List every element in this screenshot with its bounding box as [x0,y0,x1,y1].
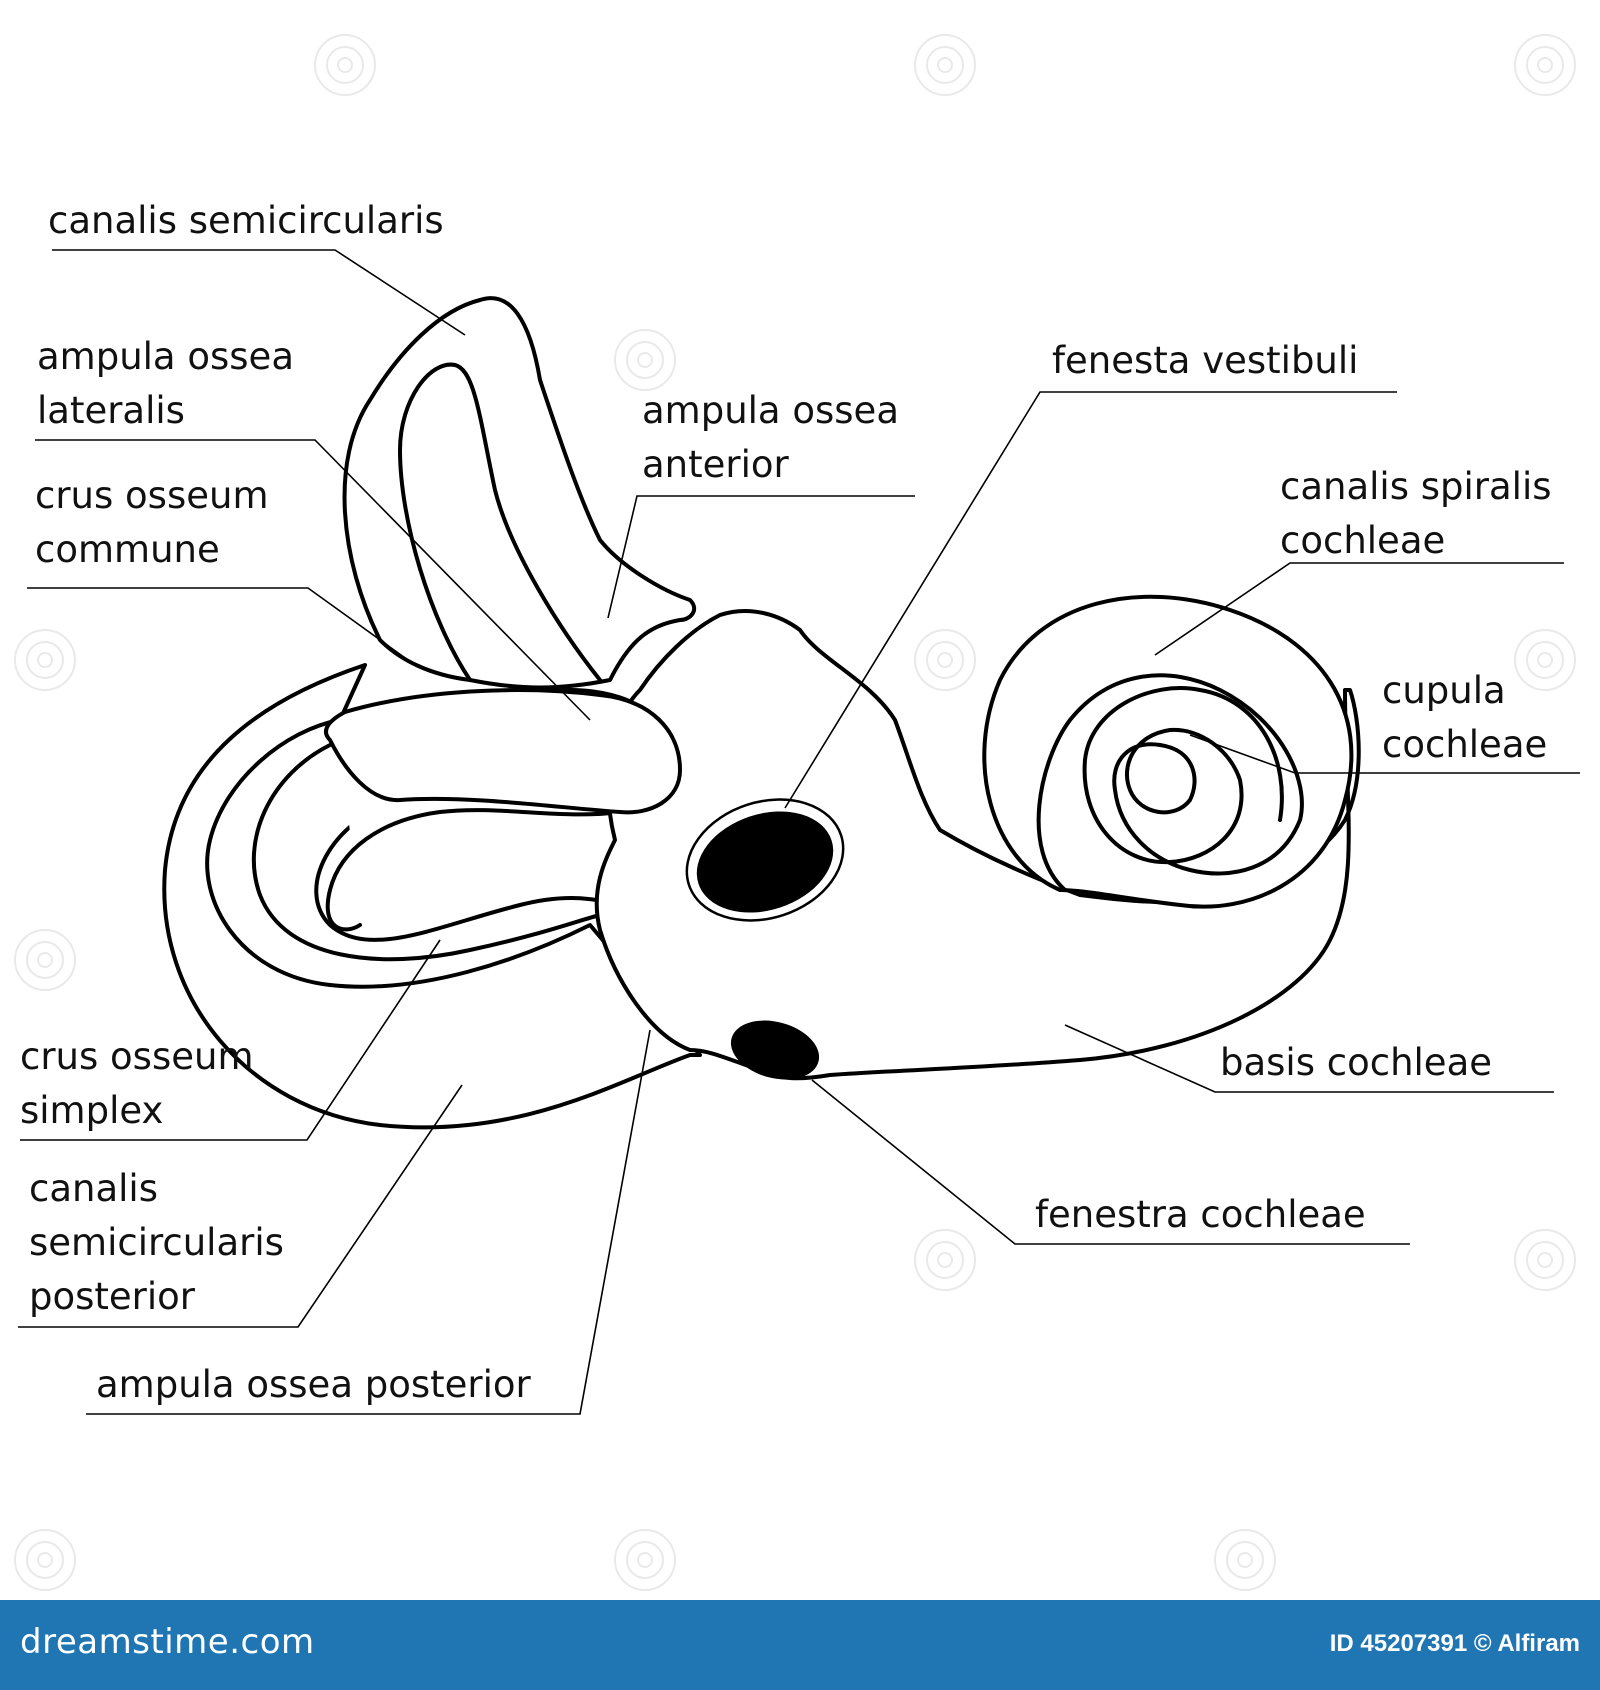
leader-ampula-ossea-anterior [607,495,915,619]
posterior-canal-lumen [251,743,602,962]
label-crus-osseum-commune: crus osseum commune [35,474,269,571]
leader-basis-cochleae [1064,1024,1554,1093]
leader-ampula-ossea-posterior [86,1029,651,1415]
leader-canalis-semicircularis [52,249,466,336]
leader-lines [18,249,1580,1415]
oval-window [696,811,834,913]
label-fenesta-vestibuli: fenesta vestibuli [1052,339,1359,382]
watermark-layer [14,34,1576,1591]
anterior-canal-outer [342,296,697,690]
leader-crus-osseum-simplex [20,939,441,1141]
label-crus-osseum-simplex: crus osseum simplex [20,1035,254,1132]
label-ampula-ossea-lateralis: ampula ossea lateralis [37,335,294,432]
leader-crus-osseum-commune [27,587,409,661]
leader-canalis-semicircularis-posterior [18,1084,463,1328]
label-cupula-cochleae: cupula cochleae [1382,669,1548,766]
watermark-spiral [14,34,1576,1591]
label-fenestra-cochleae: fenestra cochleae [1035,1193,1366,1236]
cochlea-spiral-turn-2 [1082,686,1284,865]
posterior-canal-outer [162,663,702,1130]
image-id-credit: ID 45207391 © Alfiram [1329,1630,1580,1657]
anterior-canal-lumen [398,362,602,682]
label-canalis-semicircularis: canalis semicircularis [48,199,444,242]
footer-bar: dreamstime.com ID 45207391 © Alfiram [0,1600,1600,1690]
label-canalis-semicircularis-posterior: canalis semicircularis posterior [29,1167,284,1318]
label-canalis-spiralis-cochleae: canalis spiralis cochleae [1280,465,1552,562]
leader-fenesta-vestibuli [784,391,1397,809]
cochlea-outer [982,594,1354,909]
inner-ear-diagram [18,249,1580,1415]
label-basis-cochleae: basis cochleae [1220,1041,1493,1084]
brand-logo-text[interactable]: dreamstime.com [20,1622,315,1662]
common-crus [324,688,682,815]
leader-ampula-ossea-lateralis [35,439,591,721]
label-ampula-ossea-anterior: ampula ossea anterior [642,389,899,486]
label-ampula-ossea-posterior: ampula ossea posterior [96,1363,531,1406]
cochlea-spiral-turn-1 [1036,673,1304,892]
round-window [730,1020,820,1080]
leader-canalis-spiralis [1154,562,1564,656]
leader-cupula-cochleae [1189,734,1580,774]
leader-fenestra-cochleae [811,1079,1410,1245]
oval-window-rim [685,798,845,922]
